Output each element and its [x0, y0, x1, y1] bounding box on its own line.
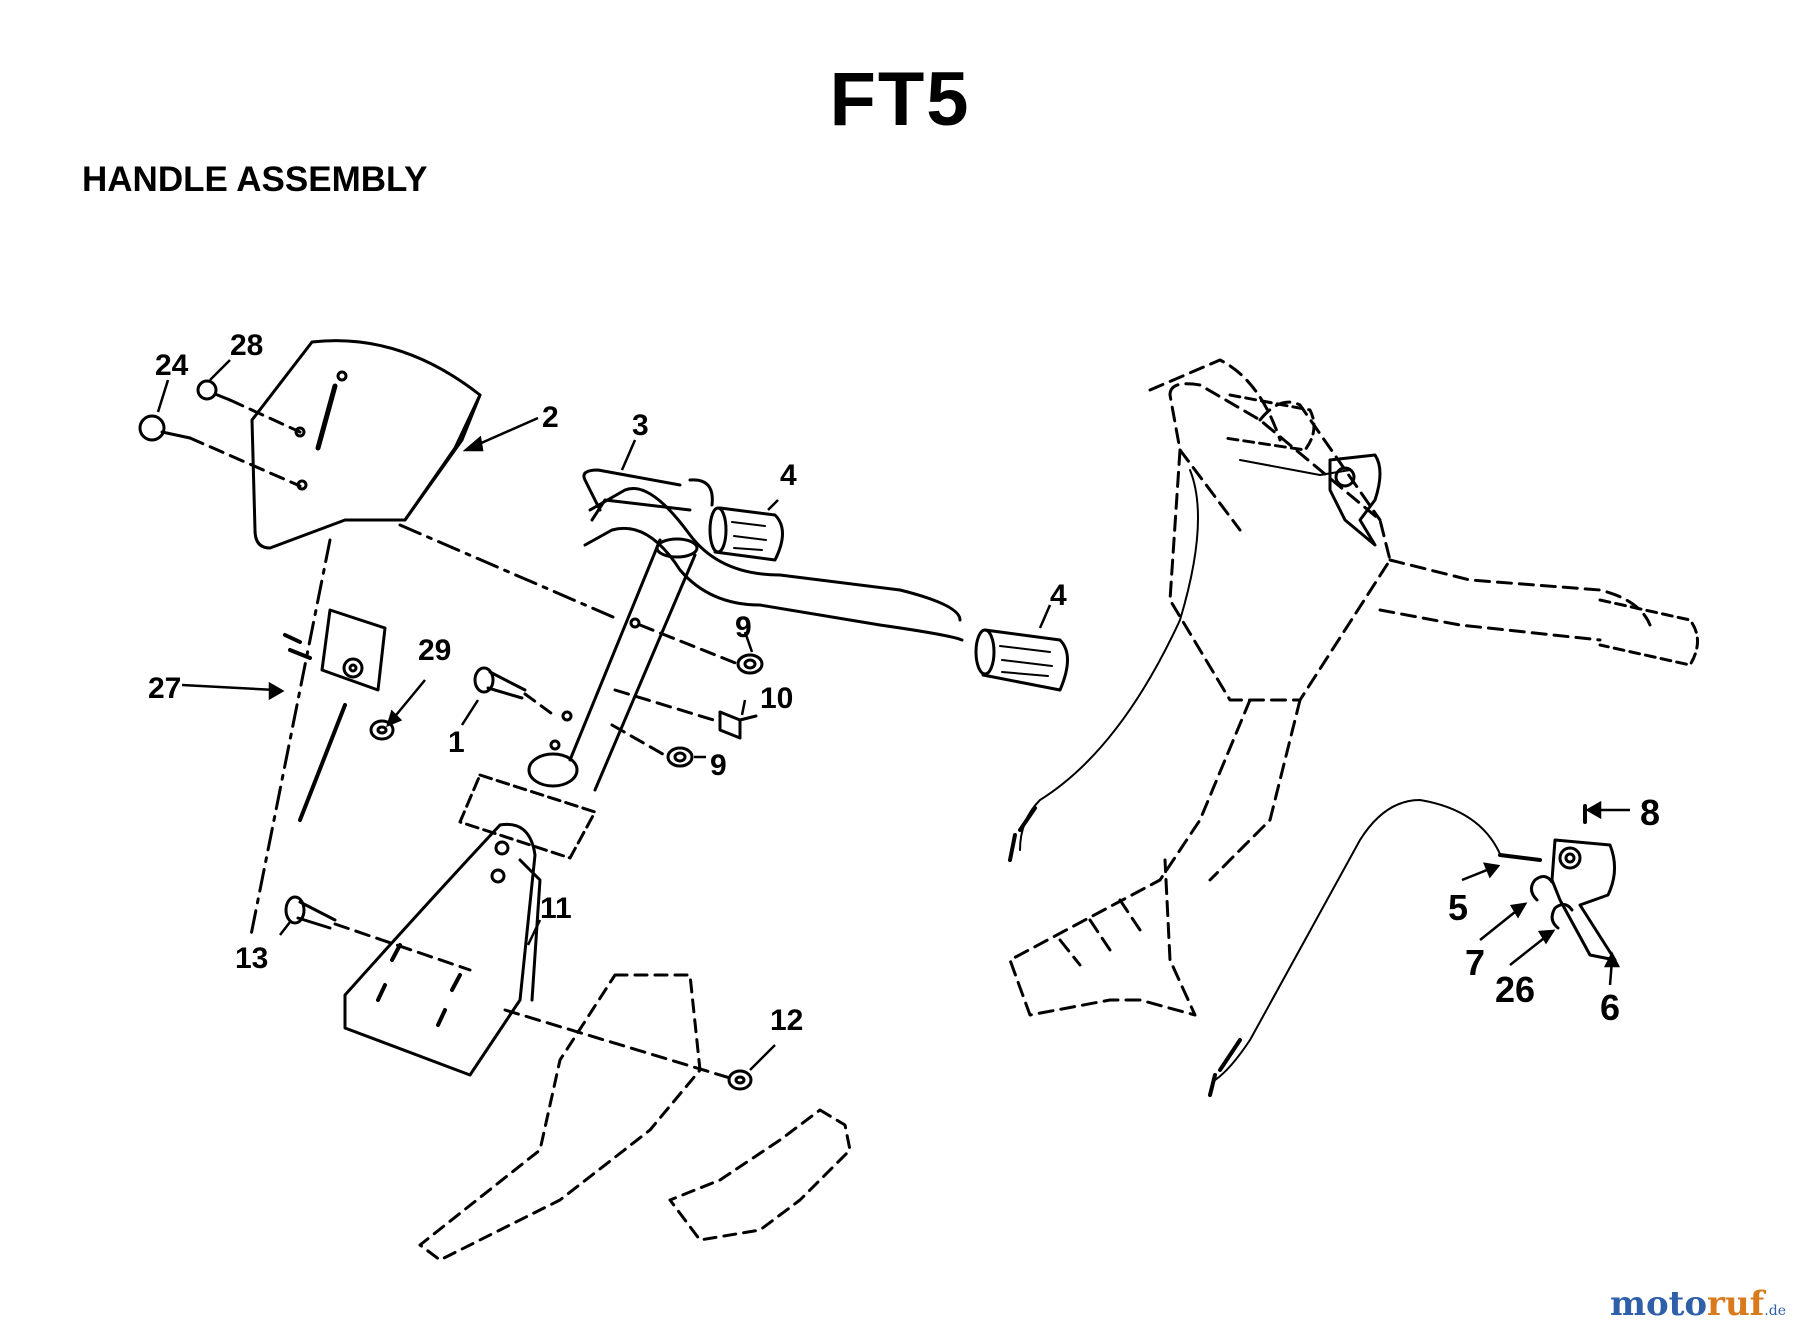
bolt-13	[284, 895, 472, 972]
page-title: FT5	[829, 57, 971, 142]
clip-26	[1550, 903, 1574, 930]
callout-24: 24	[155, 349, 189, 382]
callouts: 28 24 2 3 4 4 9 10 9 1 29 27 11 13 12 8 …	[148, 329, 1660, 1037]
throttle-cable	[1208, 799, 1542, 1097]
callout-29: 29	[418, 634, 451, 667]
assembled-grip-right	[1598, 598, 1699, 667]
callout-13: 13	[235, 942, 268, 975]
callout-4a: 4	[780, 459, 797, 492]
callout-6: 6	[1600, 987, 1620, 1028]
tine-frame-outline	[418, 973, 852, 1262]
knob-24	[138, 414, 302, 488]
throttle-control-6	[1550, 838, 1617, 962]
watermark-logo: motoruf.de	[1609, 1284, 1786, 1324]
washer-9-upper	[736, 653, 764, 675]
callout-2: 2	[542, 401, 559, 434]
callout-11: 11	[540, 892, 572, 925]
bracket-11	[343, 822, 542, 1077]
nut-29	[369, 719, 395, 741]
callout-7: 7	[1465, 942, 1485, 983]
callout-12: 12	[770, 1004, 803, 1037]
callout-8: 8	[1640, 792, 1660, 833]
screw-28	[196, 379, 302, 434]
connector-outline	[458, 773, 597, 860]
grip-4-upper	[708, 506, 784, 562]
callout-9a: 9	[735, 611, 752, 644]
callout-9b: 9	[710, 749, 727, 782]
callout-26: 26	[1495, 969, 1535, 1010]
plate-27	[283, 608, 387, 822]
assembled-grip-left	[1223, 393, 1316, 452]
assembled-view-outline	[1008, 358, 1652, 1017]
section-subtitle: HANDLE ASSEMBLY	[82, 160, 428, 199]
leader-arrows	[156, 359, 1630, 1071]
clip-10	[718, 710, 758, 740]
nut-12	[727, 1069, 753, 1091]
callout-10: 10	[760, 682, 793, 715]
callout-4b: 4	[1050, 579, 1067, 612]
callout-28: 28	[230, 329, 263, 362]
assembled-control	[1328, 453, 1382, 547]
assembled-cable	[1008, 459, 1351, 862]
handle-bar	[527, 468, 964, 792]
callout-27: 27	[148, 672, 181, 705]
clip-7	[1530, 875, 1554, 902]
grip-4-lower	[974, 628, 1069, 692]
bolt-1	[473, 666, 557, 718]
callout-3: 3	[632, 409, 649, 442]
washer-9-lower	[666, 746, 694, 768]
callout-5: 5	[1448, 887, 1468, 928]
callout-1: 1	[448, 726, 465, 759]
control-panel-cover	[250, 339, 482, 550]
